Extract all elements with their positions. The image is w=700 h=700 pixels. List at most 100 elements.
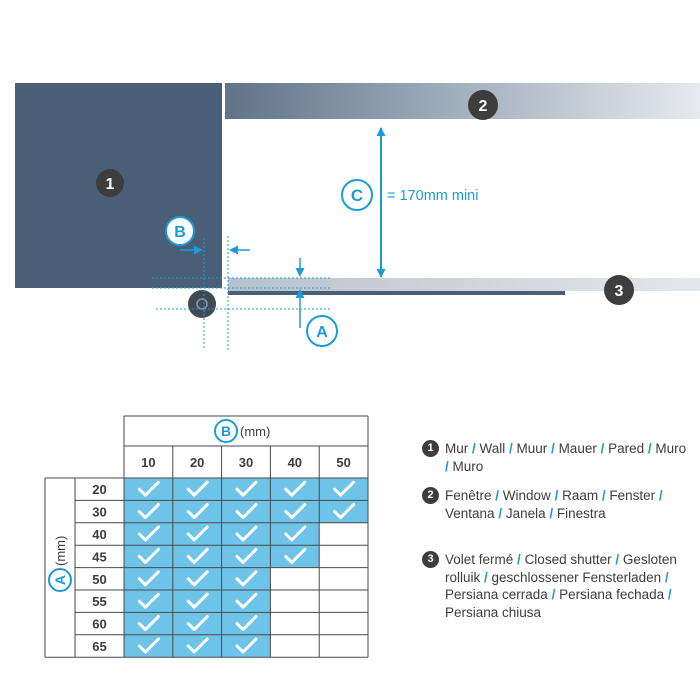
marker-shutter-badge xyxy=(604,275,634,305)
table-cell xyxy=(172,567,222,590)
check-icon xyxy=(137,503,160,520)
dimension-b-label: B xyxy=(174,224,186,241)
shutter-panel xyxy=(228,278,700,291)
column-header-label: B xyxy=(221,423,231,439)
table-cell xyxy=(319,567,368,590)
table-cell xyxy=(124,612,173,635)
check-icon xyxy=(186,637,209,654)
table-cell xyxy=(124,590,173,613)
row-label: 40 xyxy=(92,527,106,542)
legend-term: Persiana chiusa xyxy=(445,604,542,620)
table-cell xyxy=(319,500,368,523)
legend-number-badge: 1 xyxy=(422,440,439,457)
dimension-c-value: = 170mm mini xyxy=(387,188,478,204)
check-icon xyxy=(137,615,160,632)
dimension-c-label: C xyxy=(351,186,363,205)
legend-text: Volet fermé / Closed shutter / Gesloten … xyxy=(445,552,677,620)
row-label: 50 xyxy=(92,572,106,587)
check-icon xyxy=(186,547,209,564)
check-icon xyxy=(186,480,209,497)
table-cell xyxy=(172,500,222,523)
table-cell xyxy=(172,634,222,658)
check-icon xyxy=(284,480,307,497)
check-icon xyxy=(235,525,258,542)
check-icon xyxy=(137,525,160,542)
legend-number-badge: 2 xyxy=(422,487,439,504)
table-cell xyxy=(172,612,222,635)
legend-term: Raam xyxy=(562,488,599,503)
table-cell xyxy=(124,567,173,590)
check-icon xyxy=(186,525,209,542)
legend-number-badge: 3 xyxy=(422,551,439,568)
table-cell xyxy=(172,545,222,568)
dimension-c-badge xyxy=(341,179,373,211)
window-frame xyxy=(225,83,700,119)
row-header-unit: (mm) xyxy=(53,536,68,566)
marker-window-number: 2 xyxy=(479,98,488,115)
check-icon xyxy=(333,503,356,520)
legend-term: Muro xyxy=(655,441,687,456)
table-cell xyxy=(124,634,173,658)
table-cell xyxy=(270,545,320,568)
table-cell xyxy=(221,522,271,546)
check-icon xyxy=(284,547,307,564)
column-label: 20 xyxy=(190,455,204,470)
legend-term: Ventana xyxy=(445,505,495,521)
legend-term: geschlossener Fensterladen xyxy=(491,569,662,585)
check-icon xyxy=(137,547,160,564)
check-icon xyxy=(137,637,160,654)
marker-shutter-number: 3 xyxy=(615,283,624,300)
table-cell xyxy=(270,500,320,523)
legend-term: Mur xyxy=(445,441,469,456)
legend-term: Persiana fechada xyxy=(559,587,665,602)
dimension-a-label: A xyxy=(316,324,328,341)
column-label: 30 xyxy=(239,455,253,470)
table-cell xyxy=(319,478,368,501)
table-cell xyxy=(221,612,271,635)
table-cell xyxy=(270,478,320,501)
table-cell xyxy=(124,500,173,523)
table-cell xyxy=(124,545,173,568)
check-icon xyxy=(235,503,258,520)
table-cell xyxy=(221,545,271,568)
table-cell xyxy=(270,634,320,658)
check-icon xyxy=(235,480,258,497)
check-icon xyxy=(186,503,209,520)
legend-term: Wall xyxy=(479,441,506,456)
column-label: 40 xyxy=(288,455,302,470)
row-label: 30 xyxy=(92,505,106,520)
check-icon xyxy=(284,503,307,520)
check-icon xyxy=(235,592,258,609)
legend-term: Finestra xyxy=(556,505,606,521)
marker-wall-badge xyxy=(96,169,124,197)
row-label: 55 xyxy=(92,594,106,609)
legend-term: Volet fermé xyxy=(445,552,514,567)
legend-term: Pared xyxy=(608,441,645,456)
table-cell xyxy=(221,500,271,523)
check-icon xyxy=(137,570,160,587)
row-label: 65 xyxy=(92,639,106,654)
marker-wall-number: 1 xyxy=(106,176,115,193)
table-cell xyxy=(221,478,271,501)
check-icon xyxy=(186,615,209,632)
table-cell xyxy=(172,478,222,501)
check-icon xyxy=(284,525,307,542)
check-icon xyxy=(235,547,258,564)
dimension-b-badge xyxy=(165,216,195,246)
legend-term: Muur xyxy=(516,441,548,456)
guide-lines xyxy=(152,236,332,350)
table-cell xyxy=(319,634,368,658)
dimension-a-badge xyxy=(306,315,338,347)
table-cell xyxy=(124,478,173,501)
table-cell xyxy=(172,522,222,546)
legend-term: Window xyxy=(502,488,551,503)
table-cell xyxy=(221,567,271,590)
row-header: A(mm) xyxy=(48,536,72,592)
shutter-rail xyxy=(228,291,565,295)
legend-term: Fenster xyxy=(609,488,656,503)
